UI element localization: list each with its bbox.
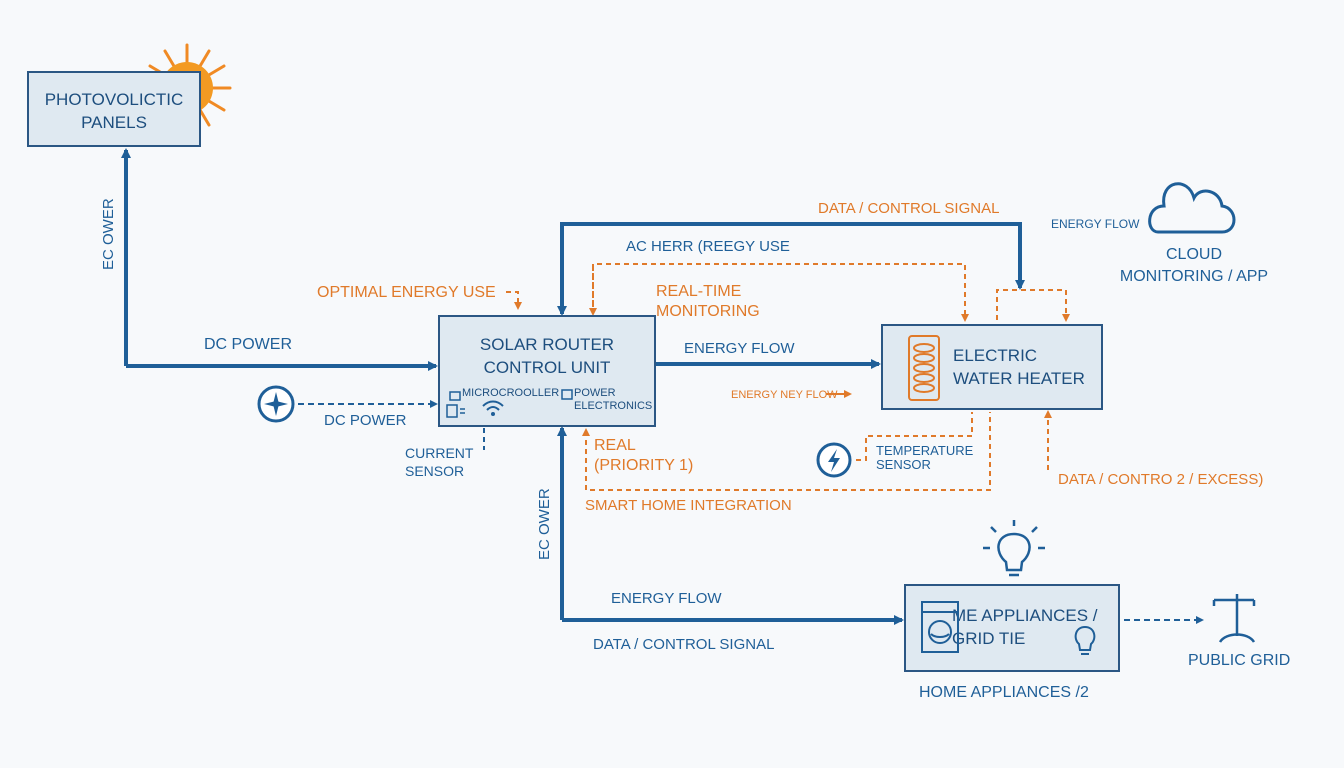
optimal-energy-label: OPTIMAL ENERGY USE [317,284,496,301]
pv-panels-box[interactable]: PHOTOVOLICTIC PANELS [27,71,201,147]
home-appliances-2-label: HOME APPLIANCES /2 [919,684,1089,701]
data-control-bottom-label: DATA / CONTROL SIGNAL [593,636,775,653]
ac-herr-loop [592,263,969,322]
home-appliances-box[interactable]: ME APPLIANCES / GRID TIE [904,584,1120,672]
chip-icon-2 [561,389,573,400]
chip-icon [449,391,461,401]
data-control-top-label: DATA / CONTROL SIGNAL [818,200,1000,217]
current-sensor-label: CURRENT SENSOR [405,445,474,479]
control-unit-label: SOLAR ROUTER CONTROL UNIT [479,335,615,377]
wifi-icon [482,400,504,416]
pv-panels-label: PHOTOVOLICTIC PANELS [44,90,184,132]
dc-power-sensor-label: DC POWER [324,412,407,429]
temperature-sensor-label: TEMPERATURE SENSOR [876,443,974,472]
cloud-label: CLOUD MONITORING / APP [1119,246,1269,285]
ec-power-label-bottom: EC OWER [536,488,553,560]
energy-flow-cloud-label: ENERGY FLOW [1051,217,1140,231]
smart-home-label: SMART HOME INTEGRATION [585,497,792,514]
ac-herr-label: AC HERR (REEGY USE [626,238,790,255]
energy-flow-bottom-label: ENERGY FLOW [611,590,722,607]
dc-power-label: DC POWER [204,336,292,353]
real-priority-label: REAL (PRIORITY 1) [594,437,694,474]
microcontroller-label: MICROCROOLLER [462,387,560,399]
water-heater-box[interactable]: ELECTRIC WATER HEATER [881,324,1103,410]
cloud-icon [1148,182,1236,234]
power-electronics-label: POWER ELECTRONICS [574,387,653,412]
energy-ney-flow-label: ENERGY NEY FLOW [731,389,838,401]
data-contro-excess-label: DATA / CONTRO 2 / EXCESS) [1058,471,1264,488]
display-icon [446,404,465,418]
ec-power-label-top: EC OWER [100,198,117,270]
light-bulb-icon-small [1074,625,1096,655]
bolt-icon [816,442,852,478]
public-grid-label: PUBLIC GRID [1188,652,1291,669]
energy-flow-right-label: ENERGY FLOW [684,340,795,357]
temperature-line [856,412,973,461]
light-bulb-icon [983,520,1045,577]
control-unit-box[interactable]: SOLAR ROUTER CONTROL UNIT MICROCROOLLER … [438,315,656,427]
smart-home-loop [585,412,991,491]
heating-coil-icon [908,335,940,401]
optimal-use-line [506,291,522,310]
compass-icon [257,385,295,423]
washing-machine-icon [921,601,959,653]
power-pole-icon [1212,594,1256,643]
real-time-monitoring-label: REAL-TIME MONITORING [656,283,760,320]
heater-data-loop [996,289,1070,322]
water-heater-label: ELECTRIC WATER HEATER [953,346,1085,388]
